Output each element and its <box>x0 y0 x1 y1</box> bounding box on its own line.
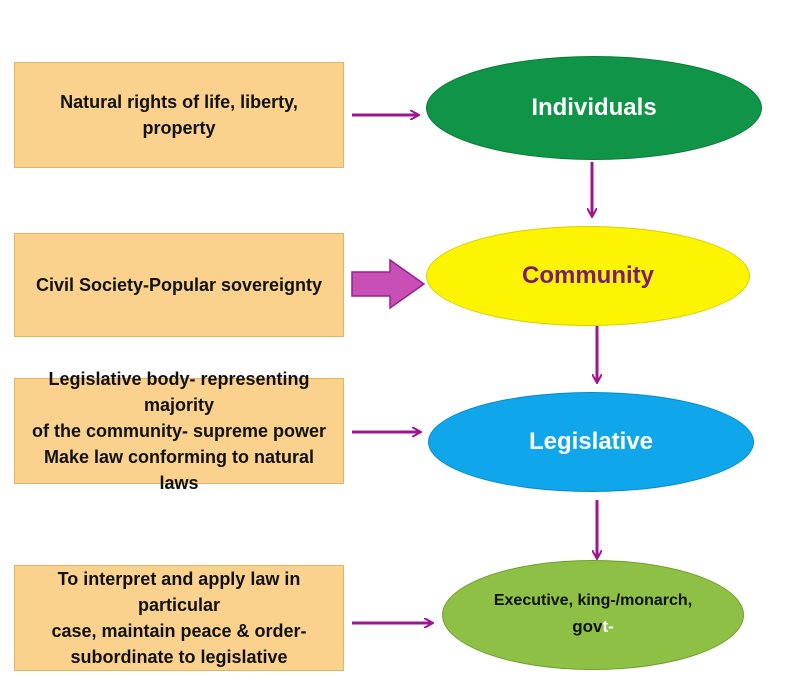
community-label: Community <box>522 262 654 289</box>
legislative-node: Legislative <box>428 392 754 492</box>
community-node: Community <box>426 226 750 326</box>
legislative-body-line-3: Make law conforming to natural laws <box>43 447 315 494</box>
block-arrow-civil-society-to-community <box>351 258 426 310</box>
civil-society-box: Civil Society-Popular sovereignty <box>14 233 344 337</box>
executive-label-govt: gov <box>572 617 603 637</box>
individuals-label: Individuals <box>531 94 657 121</box>
executive-node: Executive, king-/monarch, govt- <box>442 560 744 670</box>
executive-role-line-3: subordinate to legislative <box>70 647 288 668</box>
legislative-label: Legislative <box>528 428 654 455</box>
executive-label-tail: t- <box>602 617 614 637</box>
executive-role-line-2: case, maintain peace & order- <box>51 621 307 641</box>
executive-label-line-1: Executive, king-/monarch, <box>493 592 693 610</box>
legislative-body-line-1: Legislative body- representing majority <box>48 368 310 415</box>
legislative-body-line-2: of the community- supreme power <box>31 420 327 441</box>
executive-label-line-2: govt- <box>572 614 614 640</box>
legislative-body-box: Legislative body- representing majority … <box>14 369 344 493</box>
civil-society-text: Civil Society-Popular sovereignty <box>35 274 323 295</box>
natural-rights-box: Natural rights of life, liberty, propert… <box>14 62 344 168</box>
natural-rights-text: Natural rights of life, liberty, propert… <box>60 91 298 138</box>
individuals-node: Individuals <box>426 56 762 160</box>
executive-role-box: To interpret and apply law in particular… <box>14 565 344 671</box>
executive-role-line-1: To interpret and apply law in particular <box>57 568 301 615</box>
